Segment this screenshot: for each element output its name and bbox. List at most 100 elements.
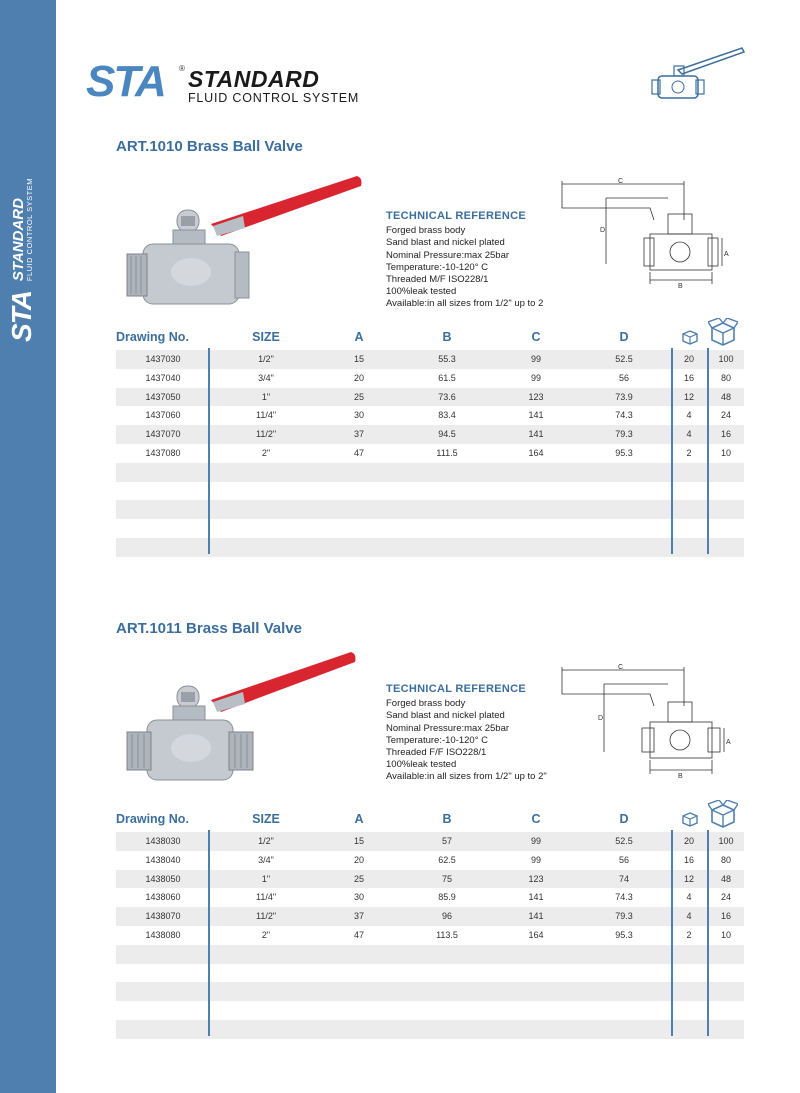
cell-c: 141: [528, 429, 544, 440]
cell-a: 20: [353, 854, 365, 865]
header-valve-icon: [651, 47, 746, 99]
cell-carton: 24: [720, 410, 732, 421]
cell-drawing: 1437070: [145, 429, 181, 440]
cell-b: 83.4: [438, 410, 456, 421]
column-divider: [208, 830, 210, 1036]
empty-table-row: [116, 537, 744, 557]
technical-drawing-1011: C D A B: [561, 664, 731, 780]
dim-label-b: B: [678, 283, 683, 290]
cell-drawing: 1438060: [145, 892, 181, 903]
cell-box: 4: [686, 429, 692, 440]
cell-box: 2: [686, 929, 692, 940]
cell-box: 12: [683, 391, 695, 402]
cell-carton: 48: [720, 873, 732, 884]
cell-size: 2": [261, 447, 271, 458]
sidebar-sta-logo: STA: [6, 291, 37, 342]
dim-label-c: C: [618, 664, 623, 671]
dim-label-a: A: [726, 739, 731, 746]
cell-size: 3/4": [258, 854, 274, 865]
table-header: Drawing No. SIZE A B C D: [116, 318, 744, 350]
cell-box: 4: [686, 911, 692, 922]
column-divider: [208, 348, 210, 554]
cell-drawing: 1437060: [145, 410, 181, 421]
cell-carton: 80: [720, 854, 732, 865]
cell-b: 75: [441, 873, 453, 884]
cell-size: 1": [261, 391, 271, 402]
tech-line: Nominal Pressure:max 25bar: [386, 249, 510, 261]
tech-reference-1010: TECHNICAL REFERENCE Forged brass body Sa…: [386, 210, 543, 311]
cell-size: 3/4": [258, 372, 274, 383]
section-title-1010: ART.1010 Brass Ball Valve: [116, 138, 303, 155]
sidebar-subtitle: FLUID CONTROL SYSTEM: [24, 178, 34, 282]
empty-table-row: [116, 982, 744, 1002]
cell-a: 37: [353, 911, 365, 922]
cell-carton: 24: [720, 892, 732, 903]
cell-d: 74.3: [615, 410, 633, 421]
cell-b: 111.5: [436, 447, 458, 458]
cell-drawing: 1438040: [145, 854, 181, 865]
empty-table-row: [116, 519, 744, 538]
col-c: C: [531, 812, 541, 826]
cell-drawing: 1438050: [145, 873, 181, 884]
empty-table-row: [116, 462, 744, 482]
col-a: A: [354, 812, 364, 826]
cell-size: 11/4": [255, 410, 277, 421]
tech-line: Nominal Pressure:max 25bar: [386, 722, 510, 734]
col-size: SIZE: [252, 812, 280, 826]
tech-line: 100%leak tested: [386, 286, 457, 298]
cell-c: 123: [528, 391, 544, 402]
cell-a: 30: [353, 410, 365, 421]
cell-box: 20: [683, 354, 695, 364]
cell-c: 99: [530, 854, 542, 865]
cell-c: 141: [528, 892, 544, 903]
cell-drawing: 1438070: [145, 911, 181, 922]
registered-mark: ®: [179, 64, 185, 73]
cell-size: 1": [261, 873, 271, 884]
cell-carton: 16: [720, 429, 732, 440]
cell-d: 52.5: [615, 836, 633, 846]
cell-carton: 100: [718, 836, 734, 846]
cell-drawing: 1437050: [145, 391, 181, 402]
cell-c: 99: [530, 354, 542, 364]
column-divider: [707, 348, 709, 554]
cell-drawing: 1437040: [145, 372, 181, 383]
empty-table-row: [116, 482, 744, 501]
col-size: SIZE: [252, 330, 280, 344]
cell-b: 55.3: [438, 354, 456, 364]
cell-box: 4: [686, 892, 692, 903]
cell-drawing: 1437030: [145, 354, 181, 364]
logo-subtitle: FLUID CONTROL SYSTEM: [188, 91, 360, 105]
tech-line: Temperature:-10-120° C: [386, 261, 489, 273]
cell-drawing: 1438080: [145, 929, 181, 940]
cell-carton: 10: [720, 447, 732, 458]
col-drawing-no: Drawing No.: [116, 330, 189, 344]
cell-size: 2": [261, 929, 271, 940]
cell-size: 11/4": [255, 892, 277, 903]
cell-a: 20: [353, 372, 365, 383]
cell-d: 79.3: [615, 911, 633, 922]
cell-b: 94.5: [438, 429, 456, 440]
cell-a: 30: [353, 892, 365, 903]
cell-size: 11/2": [255, 911, 277, 922]
tech-line: 100%leak tested: [386, 759, 457, 771]
tech-line: Temperature:-10-120° C: [386, 734, 489, 746]
cell-b: 57: [441, 836, 453, 846]
tech-line: Forged brass body: [386, 225, 466, 237]
cell-b: 85.9: [438, 892, 456, 903]
cell-carton: 100: [718, 354, 734, 364]
section-title-1011: ART.1011 Brass Ball Valve: [116, 620, 302, 637]
cell-box: 20: [683, 836, 695, 846]
cell-a: 37: [353, 429, 365, 440]
col-c: C: [531, 330, 541, 344]
cell-c: 99: [530, 372, 542, 383]
cell-box: 16: [683, 372, 695, 383]
dim-label-a: A: [724, 251, 729, 258]
